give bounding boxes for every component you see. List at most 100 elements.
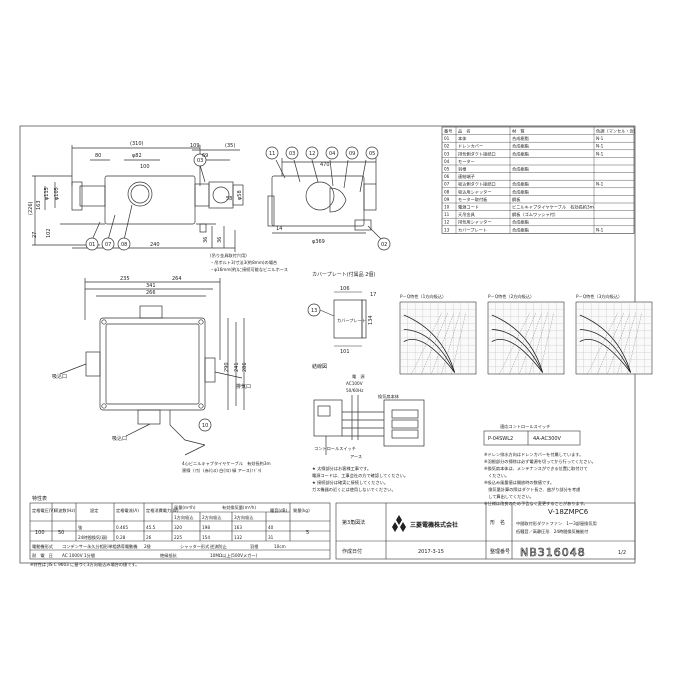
model-label: 形 名 [490, 519, 505, 526]
note-line: ・吊ボルト3(寸法3(約8mm)の場合 [210, 259, 278, 266]
dim-text: 266 [146, 290, 156, 296]
mitsubishi-logo-icon [392, 515, 406, 532]
power-spec: AC100V [346, 381, 363, 386]
pq-resistance-line [607, 312, 630, 375]
top-view-dims: (310) 80 φ82 100 109 69 (35) 58 φ105 φ11… [28, 141, 243, 248]
parts-cell: 12 [444, 220, 450, 225]
parts-cell: 10 [444, 205, 450, 210]
wiring-note: ★ 接続部分は確実に接続してください。 [312, 479, 388, 486]
parts-cell: 合成樹脂 [512, 181, 529, 188]
spec-resistance-label: 絶縁抵抗 [160, 552, 178, 559]
callout-09: 09 [349, 151, 355, 157]
pq-curve [403, 328, 456, 373]
parts-cell: N-1 [596, 144, 604, 149]
dim-text: 27 [32, 232, 38, 238]
spec-motor-label: 電動機形式 [32, 543, 54, 550]
dim-text: 240 [150, 242, 160, 248]
dim-text: 106 [340, 286, 350, 292]
pq-resistance-line [519, 312, 542, 375]
callout-03: 03 [197, 158, 203, 164]
remark-line: ※吸込み風量値は開放時の数値です。 [484, 479, 554, 486]
pq-resistance-line [411, 312, 442, 375]
wiring-note: ガス機器の近くには使用しないでください。 [312, 486, 396, 493]
callout-07: 07 [105, 242, 111, 248]
wiring-title: 結線図 [312, 363, 327, 370]
spec-cell: 強 [78, 524, 83, 531]
pq-resistance-line [597, 312, 624, 375]
spec-cell: 0.465 [116, 525, 128, 530]
dim-text: 102 [46, 228, 52, 238]
spec-mass: 5 [306, 530, 309, 536]
dim-text: φ369 [312, 239, 325, 245]
callout-10: 10 [202, 423, 208, 429]
dim-text: φ105 [54, 187, 60, 200]
spec-motor-cell: 10cm [274, 544, 286, 549]
parts-cell: 合成樹脂 [512, 143, 529, 150]
parts-cell: 06 [444, 174, 450, 179]
spec-insulation-label: 耐 電 圧 [32, 552, 53, 559]
parts-cell: N-1 [596, 227, 604, 232]
dim-text: 264 [172, 276, 182, 282]
parts-cell: 09 [444, 197, 450, 202]
pq-resistance-line [451, 312, 466, 375]
projection-label: 第3角図法 [342, 519, 365, 526]
top-view [32, 145, 244, 252]
power-label: 電 源 [352, 373, 365, 380]
pq-resistance-line [539, 312, 554, 375]
parts-cell: 03 [444, 151, 450, 156]
pq-resistance-line [529, 312, 548, 375]
side-view [267, 158, 383, 241]
parts-cell: 連結端子 [458, 173, 475, 180]
dim-text: 109 [190, 143, 200, 149]
spec-cell: 225 [174, 535, 182, 540]
fan-label: 換気扇本体 [378, 393, 400, 400]
parts-header: 番号 [444, 128, 452, 135]
pq-resistance-line [441, 312, 460, 375]
product-sub: 低騒音／高静圧形 24時間換気機能付 [516, 528, 588, 535]
plan-view [59, 278, 245, 456]
spec-header: 風量(m³/h) [174, 504, 196, 511]
remarks: ※ドレン排水方向はドレンカバーを付属しています。 ※羽根部分の掃除は必ず電源を切… [484, 451, 596, 507]
spec-motor-cell: 羽根 [250, 543, 259, 550]
pq-curve [403, 314, 456, 373]
parts-cell: ビニルキャブタイヤケーブル 有効長約3m [512, 204, 594, 211]
spec-header: 有効換気量(m³/h) [222, 504, 256, 511]
parts-cell: 11 [444, 212, 450, 217]
parts-cell: 05 [444, 167, 450, 172]
product-name: 中間取付形ダクトファン 1～3部屋換気用 [516, 520, 597, 527]
top-view-note: (吊り金具取付穴用) ・吊ボルト3(寸法3(約8mm)の場合 ・φ16mm(約)… [210, 252, 288, 273]
spec-cell: 24時間換気(弱) [78, 534, 108, 541]
wiring-note: 電源コードは、工事会社の方で確認してください。 [312, 472, 408, 479]
switch-label: コントロールスイッチ [314, 446, 356, 451]
callout-12: 12 [309, 151, 315, 157]
parts-cell: 鋼板 [512, 196, 521, 203]
dim-text: (35) [225, 143, 235, 149]
callout-05: 05 [369, 151, 375, 157]
callout-13: 13 [311, 308, 317, 314]
spec-cell: 26 [146, 535, 152, 540]
parts-cell: 07 [444, 182, 450, 187]
date-label: 作成日付 [342, 548, 362, 555]
spec-table-title: 特性表 [32, 495, 47, 502]
exhaust-label: 排気口 [236, 383, 251, 390]
parts-cell: 吸込側ダクト接続口 [458, 181, 496, 188]
callout-03: 03 [289, 151, 295, 157]
spec-header: 周波数(Hz) [54, 507, 76, 514]
switch-table-title: 適応コントロールスイッチ [500, 423, 550, 430]
dim-text: 163 [36, 200, 42, 210]
pq-resistance-line [509, 312, 536, 375]
cover-plate-view: カバープレート(付属品 2個) 13 カバープレート 106 17 134 10… [307, 271, 376, 355]
spec-cell: 31 [268, 535, 274, 540]
pq-resistance-line [617, 312, 636, 375]
callout-01: 01 [89, 242, 95, 248]
switch-model: P-04SWL2 [488, 436, 513, 442]
spec-motor-cell: 逆流防止 [210, 543, 227, 550]
pq-resistance-line [421, 312, 448, 375]
spec-table: 特性表 定格電圧(V) 周波数(Hz) 設定 定格電流(A) 定格消費電力(W)… [29, 495, 331, 568]
parts-cell: 04 [444, 159, 450, 164]
spec-cell: 40 [268, 525, 274, 530]
spec-cell: 198 [202, 525, 210, 530]
spec-subheader: 1方向吸込 [174, 514, 194, 521]
